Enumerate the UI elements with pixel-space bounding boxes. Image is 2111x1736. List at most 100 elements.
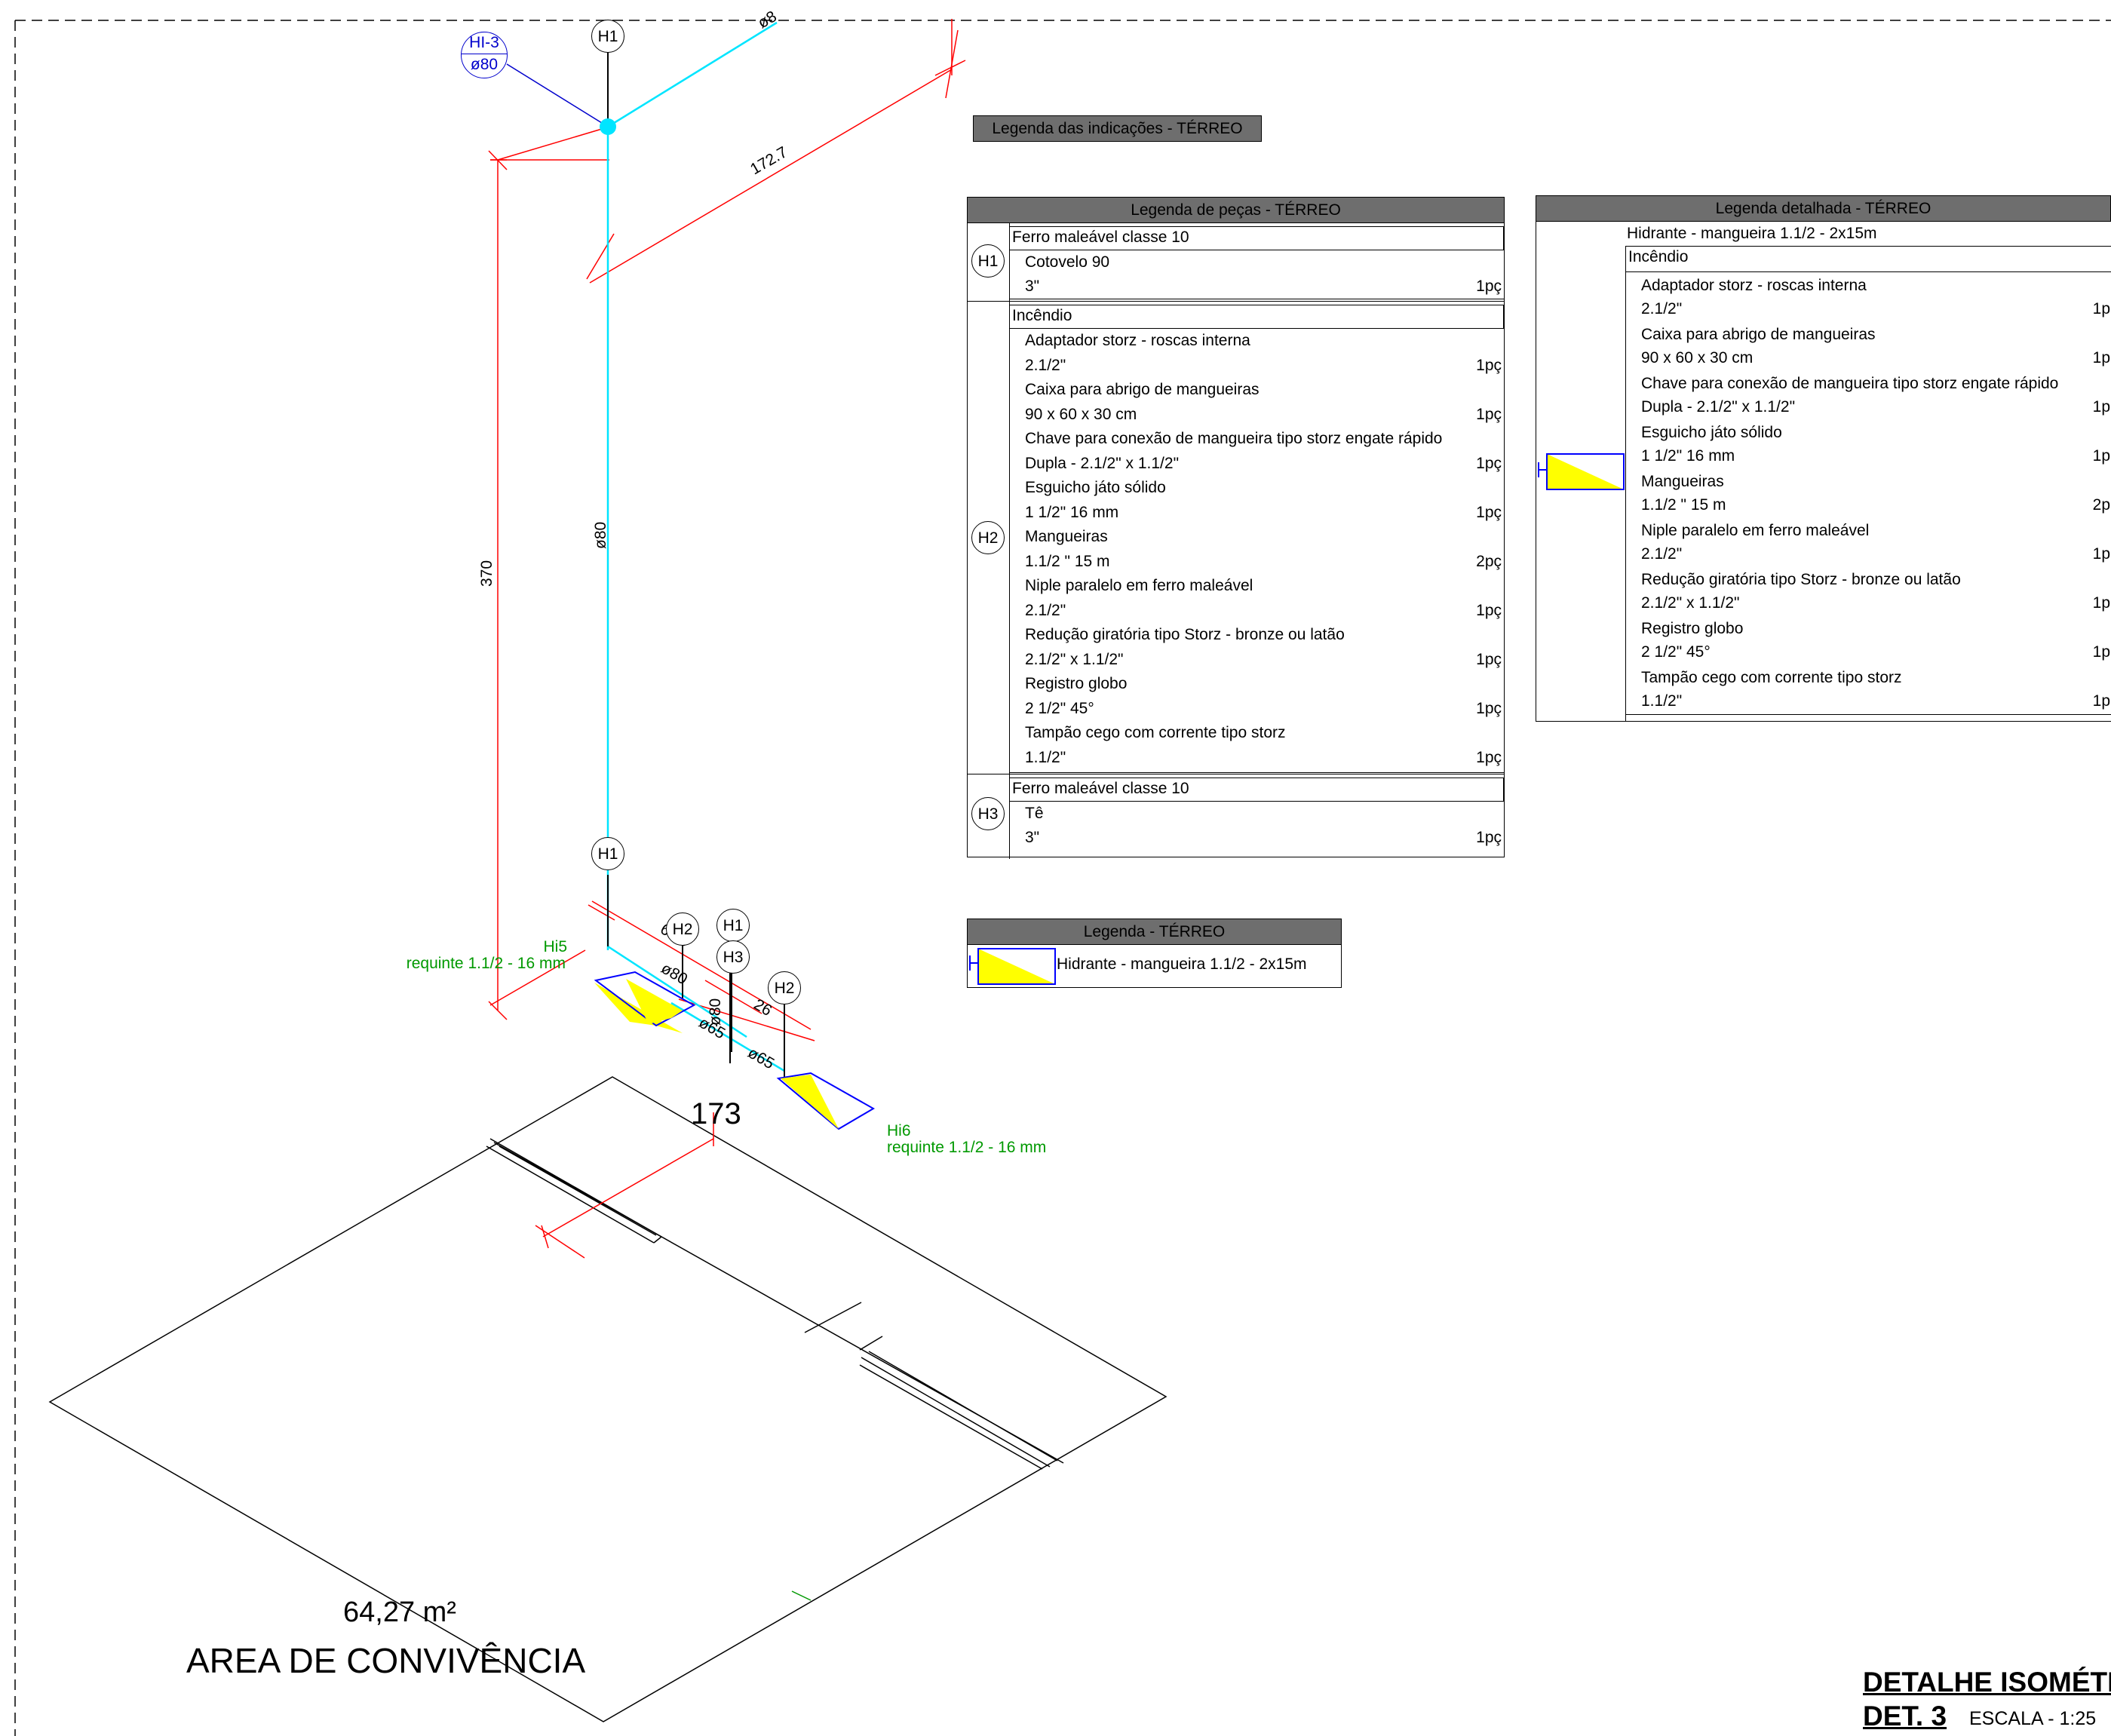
detalhada-item-spec-text: 2.1/2"	[1641, 545, 1683, 563]
pecas-cat-h3: Ferro maleável classe 10	[1010, 778, 1504, 802]
detalhada-item-spec: 2.1/2" x 1.1/2" 1p	[1641, 591, 2111, 615]
hi6-name: Hi6	[887, 1122, 911, 1139]
pecas-item-spec: 90 x 60 x 30 cm 1pç	[1025, 403, 1504, 427]
detalhada-item-spec: 1.1/2"1p	[1641, 689, 2111, 713]
pecas-item-spec: 3"1pç	[1025, 275, 1504, 299]
pipe-label-65b: ø65	[745, 1044, 778, 1072]
area-size: 64,27 m²	[343, 1596, 456, 1628]
dim-26: 26	[751, 995, 775, 1020]
hi6-spec: requinte 1.1/2 - 16 mm	[887, 1139, 1046, 1156]
pecas-item-spec-text: 3"	[1025, 278, 1040, 295]
detalhada-item-spec: 90 x 60 x 30 cm 1p	[1641, 346, 2111, 370]
node-h1-b: H1	[716, 909, 750, 942]
dim-vertical-370: 370	[478, 560, 496, 587]
pecas-item-spec-text: Dupla - 2.1/2" x 1.1/2"	[1025, 455, 1180, 472]
detalhada-item-qty: 1p	[2092, 300, 2110, 317]
pecas-item-spec: 2.1/2" 1pç	[1025, 354, 1504, 378]
detalhada-item-spec-text: 2.1/2" x 1.1/2"	[1641, 594, 1740, 612]
hi5-spec: requinte 1.1/2 - 16 mm	[407, 955, 566, 972]
legend-terreo-table: Hidrante - mangueira 1.1/2 - 2x15m	[967, 944, 1342, 988]
pecas-badge-h3: H3	[971, 797, 1005, 830]
hydrant-symbol-hi5	[594, 971, 696, 1033]
isometric-labels: Hi5 requinte 1.1/2 - 16 mm Hi6 requinte …	[186, 8, 1046, 1680]
pecas-item-spec-text: 2.1/2" x 1.1/2"	[1025, 651, 1124, 668]
detalhada-item-spec: 2.1/2"1p	[1641, 297, 2111, 321]
pecas-item-spec: 3" 1pç	[1025, 826, 1504, 850]
node-h2-a: H2	[666, 912, 699, 946]
node-h1-top: H1	[591, 20, 624, 53]
detalhada-item-qty: 1p	[2092, 545, 2110, 563]
pecas-item-spec: 1.1/2"1pç	[1025, 746, 1504, 770]
pecas-item-name: Tampão cego com corrente tipo storz	[1025, 724, 1286, 741]
floor-slab	[48, 1076, 1167, 1722]
pecas-item-spec: Dupla - 2.1/2" x 1.1/2" 1pç	[1025, 452, 1504, 476]
hi3-node: HI-3 ø80	[461, 32, 508, 78]
pecas-item-spec-text: 90 x 60 x 30 cm	[1025, 406, 1137, 423]
pecas-group-h3-body: Ferro maleável classe 10 Tê 3" 1pç	[1009, 774, 1504, 859]
pecas-group-h1: H1 Ferro maleável classe 10 Cotovelo 90 …	[968, 223, 1504, 301]
detalhada-item-qty: 1p	[2092, 692, 2110, 710]
detalhada-body: Incêndio Adaptador storz - roscas intern…	[1625, 246, 2111, 721]
pecas-item-spec-text: 3"	[1025, 829, 1040, 846]
pecas-item-name: Redução giratória tipo Storz - bronze ou…	[1025, 626, 1345, 643]
detalhada-item-name: Esguicho játo sólido	[1641, 424, 1782, 441]
pecas-item-qty: 1pç	[1476, 406, 1502, 423]
detalhada-item-qty: 1p	[2092, 594, 2110, 612]
detalhada-item-qty: 2p	[2092, 496, 2110, 514]
pecas-group-h3: H3 Ferro maleável classe 10 Tê 3" 1pç	[968, 774, 1504, 859]
detalhada-item-title: Hidrante - mangueira 1.1/2 - 2x15m	[1627, 225, 1877, 242]
pecas-item-spec: 2 1/2" 45°1pç	[1025, 697, 1504, 721]
area-name: AREA DE CONVIVÊNCIA	[186, 1641, 585, 1680]
pecas-badge-h1: H1	[971, 244, 1005, 278]
pecas-item-qty: 1pç	[1476, 651, 1502, 668]
hi5-name: Hi5	[543, 938, 567, 955]
pecas-item-spec: 1 1/2" 16 mm 1pç	[1025, 501, 1504, 525]
legend-terreo-item: Hidrante - mangueira 1.1/2 - 2x15m	[1057, 955, 1307, 973]
pecas-item-qty: 1pç	[1476, 455, 1502, 472]
detalhada-item-qty: 1p	[2092, 349, 2110, 367]
pipe-label-80-branch: ø80	[658, 959, 691, 988]
pecas-item-qty: 1pç	[1476, 504, 1502, 521]
dim-diagonal-172-7: 172.7	[747, 143, 790, 178]
pecas-item-name: Caixa para abrigo de mangueiras	[1025, 381, 1260, 398]
detalhada-item-spec: Dupla - 2.1/2" x 1.1/2"1p	[1641, 395, 2111, 419]
pecas-item-name: Esguicho játo sólido	[1025, 479, 1166, 496]
pecas-cat-h1: Ferro maleável classe 10	[1010, 226, 1504, 250]
detalhada-item-spec-text: 90 x 60 x 30 cm	[1641, 349, 1754, 367]
detalhada-item-name: Caixa para abrigo de mangueiras	[1641, 326, 1876, 343]
pecas-item-spec-text: 1 1/2" 16 mm	[1025, 504, 1119, 521]
pecas-group-h1-body: Ferro maleável classe 10 Cotovelo 90 3"1…	[1009, 223, 1504, 301]
legend-terreo-title: Legenda - TÉRREO	[967, 919, 1342, 945]
sheet-border	[14, 20, 2111, 1736]
pipe-label-top: ø8	[755, 8, 780, 32]
dim-floor-173: 173	[691, 1097, 741, 1130]
detail-scale: ESCALA - 1:25	[1969, 1708, 2097, 1729]
detalhada-item-name: Niple paralelo em ferro maleável	[1641, 522, 1870, 539]
pecas-item-spec-text: 1.1/2 " 15 m	[1025, 553, 1110, 570]
pecas-item-spec-text: 2.1/2"	[1025, 602, 1066, 619]
pecas-item-name: Cotovelo 90	[1025, 253, 1110, 271]
title-block: DETALHE ISOMÉTRICO DET. 3 ESCALA - 1:25	[1863, 1663, 2111, 1736]
pecas-item-name: Tê	[1025, 805, 1044, 822]
pecas-item-spec-text: 2.1/2"	[1025, 357, 1066, 374]
pecas-item-qty: 1pç	[1476, 749, 1502, 766]
pecas-item-qty: 1pç	[1476, 357, 1502, 374]
pecas-item-name: Chave para conexão de mangueira tipo sto…	[1025, 430, 1443, 447]
node-h3: H3	[716, 940, 750, 974]
dimension-lines	[488, 19, 966, 1259]
pecas-cat-h2: Incêndio	[1010, 305, 1504, 329]
detalhada-item-spec-text: Dupla - 2.1/2" x 1.1/2"	[1641, 398, 1796, 416]
detalhada-item-name: Registro globo	[1641, 620, 1744, 637]
legend-detalhada-title: Legenda detalhada - TÉRREO	[1536, 195, 2111, 222]
pipe-network	[606, 21, 785, 1072]
pecas-item-qty: 1pç	[1476, 829, 1502, 846]
pecas-item-name: Mangueiras	[1025, 528, 1108, 545]
pecas-badge-h2: H2	[971, 521, 1005, 554]
legend-pecas-title: Legenda de peças - TÉRREO	[967, 197, 1505, 223]
hi3-diameter: ø80	[470, 56, 499, 73]
detalhada-item-qty: 1p	[2092, 447, 2110, 465]
